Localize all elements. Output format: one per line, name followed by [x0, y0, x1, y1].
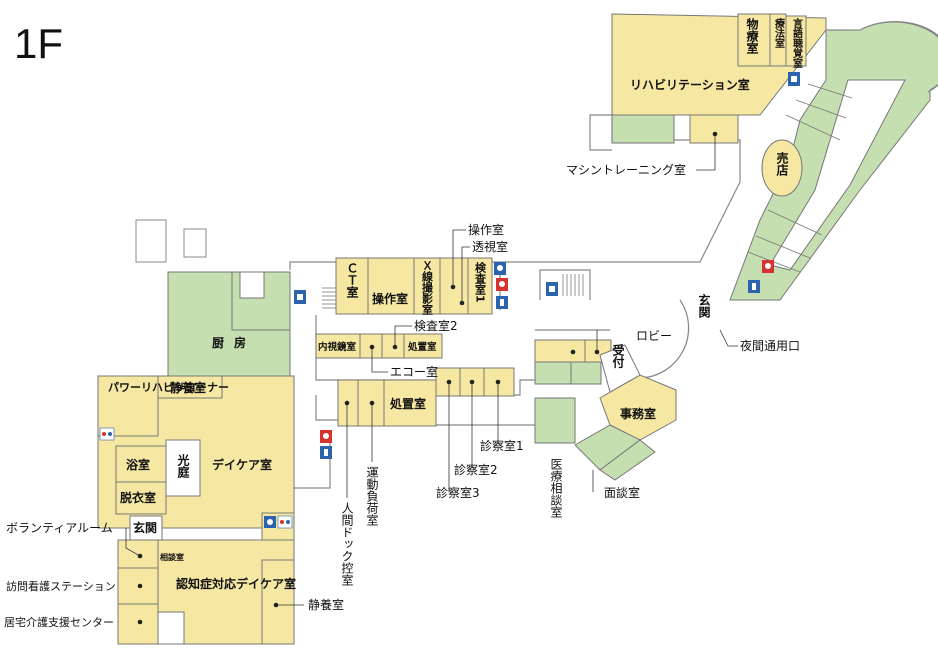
treatment-room-label: 処置室 [389, 396, 426, 411]
elevator-icon [546, 282, 558, 296]
entrance-east-hall [599, 344, 641, 393]
exercise-load-label: 運動負荷室 [365, 466, 379, 526]
treatment-small-label: 処置室 [407, 341, 437, 353]
medical-consult-room[interactable] [534, 397, 576, 444]
elevator-icon [294, 290, 306, 304]
female-restroom-icon [762, 260, 774, 273]
male-restroom-icon [320, 446, 332, 459]
male-restroom-icon [496, 296, 508, 309]
room-dots [137, 131, 718, 625]
corridor-east [769, 79, 906, 271]
interview-room-label: 面談室 [604, 485, 640, 500]
dock-waiting-label: 人間ドック控室 [340, 502, 354, 586]
rehab-room-label: リハビリテーション室 [630, 77, 750, 92]
exam-room-2-label: 検査室2 [414, 318, 458, 333]
accessible-restroom-icon [494, 262, 506, 275]
dressing-room[interactable] [115, 481, 167, 515]
consult-room-3-label: 診察室3 [436, 485, 480, 500]
treatment-room[interactable] [383, 379, 437, 427]
dressing-label: 脱衣室 [120, 490, 156, 505]
entrance-west[interactable] [129, 515, 163, 541]
rest-room-1[interactable] [157, 375, 223, 399]
control-room-1[interactable] [367, 257, 415, 315]
volunteer-label: ボランティアルーム [6, 521, 113, 535]
female-restroom-icon [496, 278, 508, 291]
machine-training-label: マシントレーニング室 [566, 162, 686, 177]
callout-lines [125, 136, 738, 606]
home-care-label: 居宅介護支援センター [4, 615, 114, 629]
xray-room[interactable] [413, 257, 441, 315]
xray-room-label: Ｘ線撮影室 [421, 260, 434, 315]
power-rehab-label: パワーリハビリコーナー [108, 380, 229, 394]
control-room-1-label: 操作室 [372, 291, 408, 306]
male-restroom-icon [748, 280, 760, 293]
reception-label: 受付 [611, 343, 625, 369]
endoscopy-room[interactable] [315, 333, 361, 359]
exam-room-1[interactable] [467, 257, 493, 315]
outbuilding-2 [183, 228, 207, 258]
shop[interactable] [761, 139, 803, 197]
physio-room-label: 物療室 [745, 17, 759, 55]
exam-room-1-label: 検査室1 [474, 261, 487, 303]
ct-room[interactable] [335, 257, 369, 315]
power-rehab-corner[interactable] [97, 375, 159, 437]
entrance-east-label: 玄関 [697, 293, 711, 319]
consult-small-label: 相談室 [160, 552, 184, 562]
consult-room-2-label: 診察室2 [454, 462, 498, 477]
speech-room[interactable] [785, 15, 807, 67]
accessible-restroom-icon [264, 516, 276, 528]
kitchen-label: 厨房 [212, 335, 256, 350]
east-wing-partitions [747, 83, 853, 273]
shop-label: 売店 [775, 151, 789, 177]
office-label: 事務室 [620, 406, 656, 421]
ct-room-label: ＣＴ室 [345, 262, 359, 299]
bath-label: 浴室 [126, 457, 150, 472]
home-care-center[interactable] [117, 603, 159, 645]
night-entrance-label: 夜間通用口 [740, 338, 800, 353]
consult-room-1-label: 診察室1 [480, 438, 524, 453]
control-room-2-label: 操作室 [468, 222, 504, 237]
machine-training-room[interactable] [689, 114, 739, 144]
visiting-nurse-label: 訪問看護ステーション [6, 579, 116, 593]
treatment-small-room[interactable] [403, 333, 443, 359]
physio-room[interactable] [737, 13, 771, 67]
restroom-icon [277, 515, 293, 529]
medical-consult-label: 医療相談室 [549, 458, 563, 518]
occupational-room-label: 療法室 [773, 17, 785, 48]
speech-room-label: 言語聴覚室 [791, 17, 803, 68]
interview-room-2 [599, 439, 656, 481]
dementia-daycare-label: 認知症対応デイケア室 [176, 576, 296, 591]
female-restroom-icon [320, 430, 332, 443]
echo-room-label: エコー室 [390, 364, 438, 379]
endoscopy-label: 内視鏡室 [318, 341, 357, 353]
courtyard-label: 光庭 [176, 453, 190, 479]
clinic-green-2 [570, 361, 602, 385]
rest-room-1-label: 静養室 [170, 380, 206, 395]
bath-room[interactable] [115, 445, 167, 483]
daycare-label: デイケア室 [212, 457, 272, 472]
rehab-annex [611, 114, 675, 144]
fluoroscopy-label: 透視室 [472, 239, 508, 254]
entrance-west-label: 玄関 [133, 520, 157, 535]
floor-title: 1F [14, 20, 63, 67]
dementia-inner-room [157, 611, 185, 645]
rest-room-2[interactable] [261, 559, 295, 645]
rest-room-2-label: 静養室 [308, 597, 344, 612]
consult-small-room[interactable] [117, 539, 159, 569]
kitchen-courtyard [239, 271, 265, 299]
elevator-icon [788, 72, 800, 86]
restroom-icon [99, 427, 115, 441]
lobby-label: ロビー [636, 329, 672, 343]
outbuilding-1 [135, 219, 167, 263]
reception-left[interactable] [534, 339, 586, 363]
clinic-green-1 [534, 361, 572, 385]
